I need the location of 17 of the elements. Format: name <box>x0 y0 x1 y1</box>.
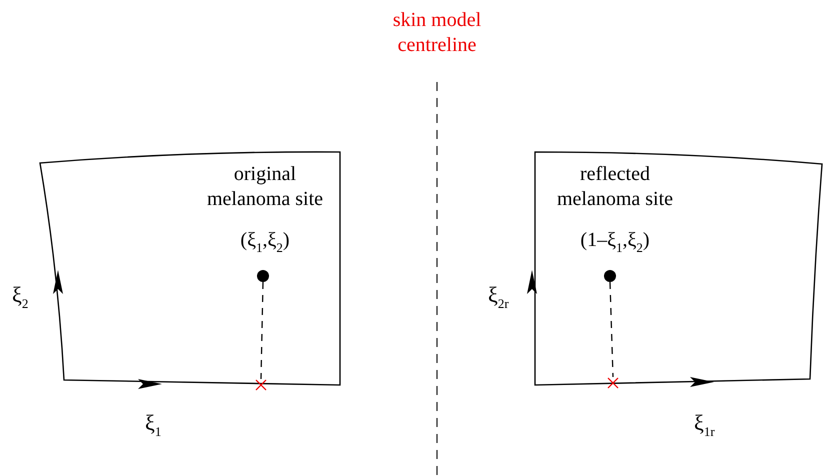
site-label: reflected melanoma site <box>556 162 674 212</box>
skin-region-outline <box>38 150 343 388</box>
leader-line <box>260 282 264 380</box>
site-dot <box>257 270 269 282</box>
coordinate-label: (1–ξ$_{1}$,ξ$_{2}$) <box>579 228 651 257</box>
site-label: original melanoma site <box>206 162 324 212</box>
axis-label: ξ$_{2r}$ <box>488 282 509 313</box>
axis-label: ξ$_{1}$ <box>145 410 162 441</box>
axis-label: ξ$_{1r}$ <box>694 410 715 441</box>
skin-region-outline <box>533 150 823 388</box>
site-dot <box>604 270 616 282</box>
projection-cross <box>607 377 619 389</box>
projection-cross <box>255 379 267 391</box>
centreline-label: skin model centreline <box>392 8 482 58</box>
coordinate-label: (ξ$_{1}$,ξ$_{2}$) <box>239 228 291 257</box>
leader-line <box>609 282 614 378</box>
axis-label: ξ$_{2}$ <box>12 282 28 313</box>
